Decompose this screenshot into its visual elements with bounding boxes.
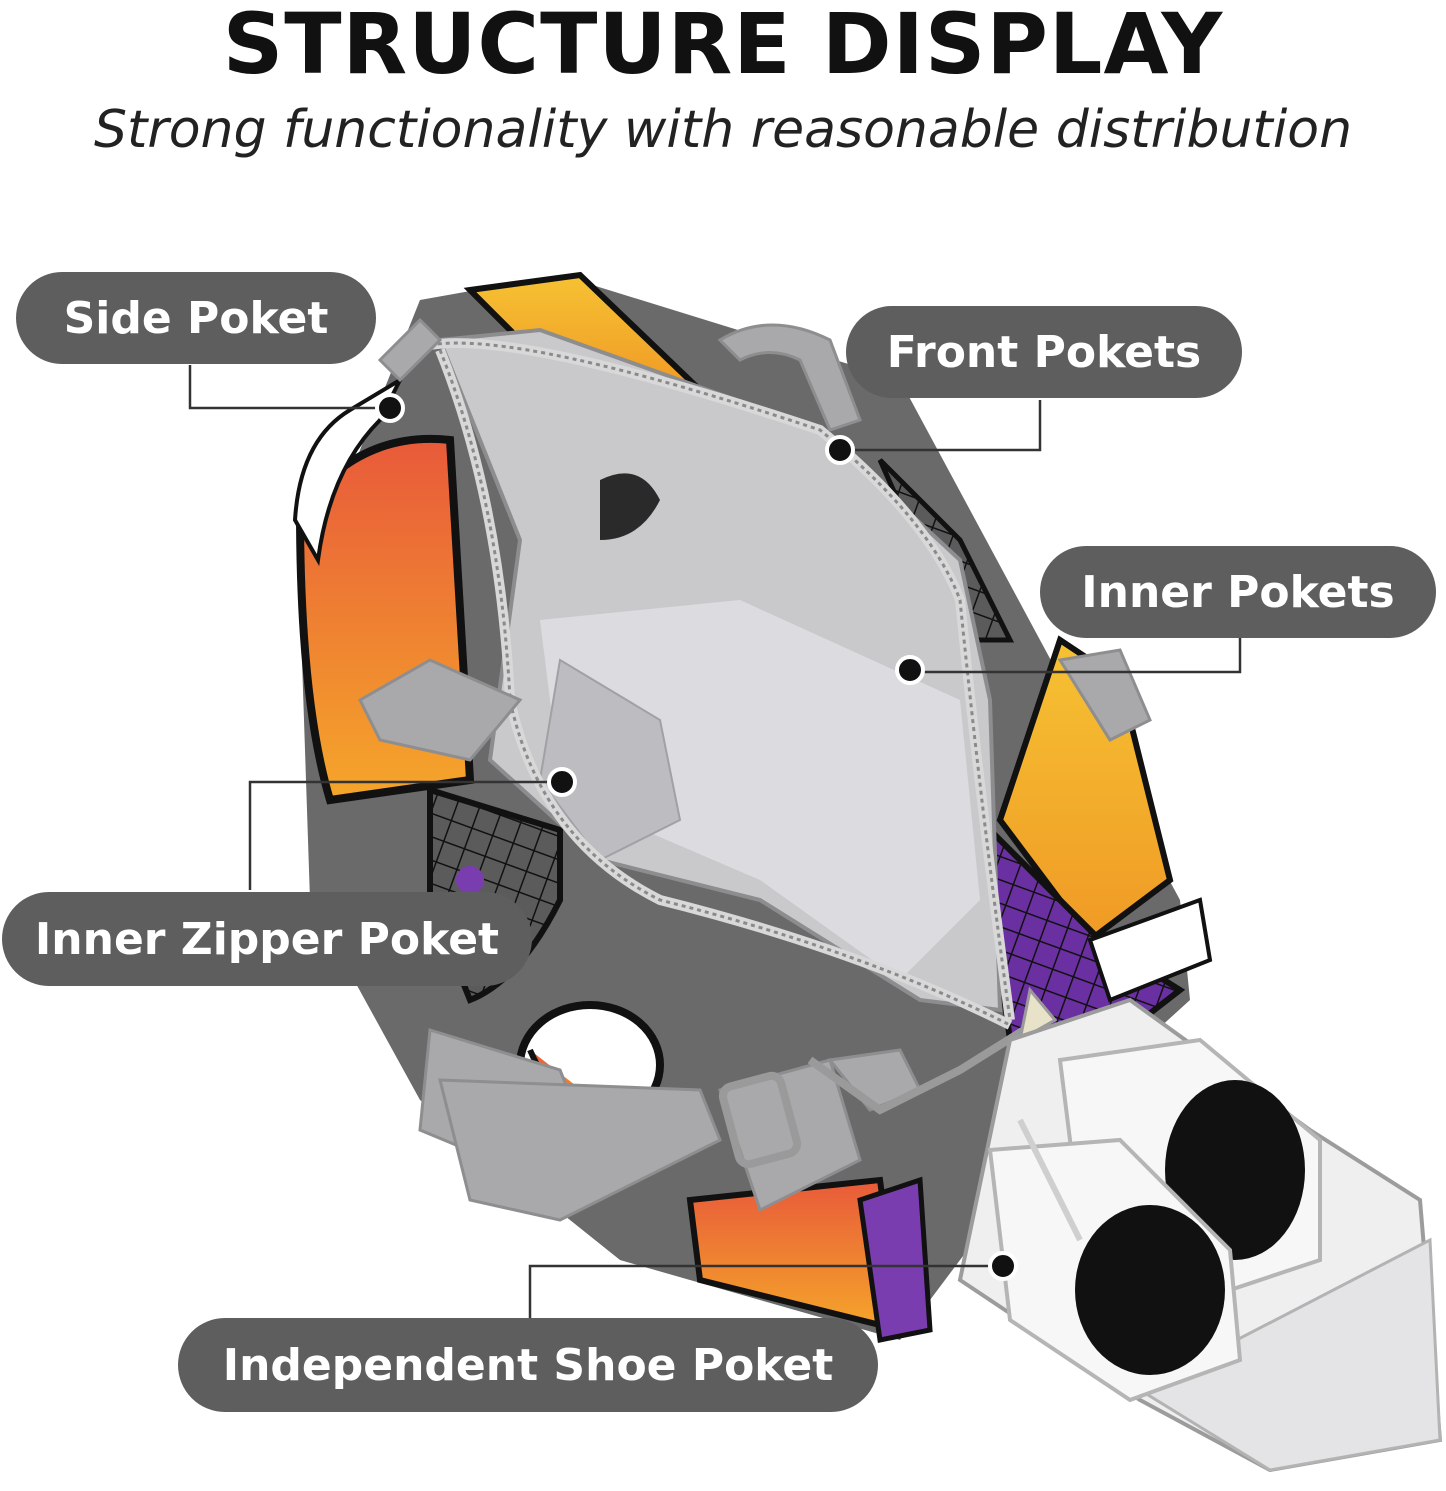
bag-lining	[429, 327, 1015, 1030]
front-pokets-dot	[825, 435, 855, 465]
callout-side-poket: Side Poket	[16, 272, 376, 364]
callout-dots	[375, 393, 1018, 1281]
callout-independent-shoe-poket: Independent Shoe Poket	[178, 1318, 878, 1412]
callout-inner-pokets: Inner Pokets	[1040, 546, 1436, 638]
inner-zipper-poket-dot	[547, 767, 577, 797]
bag-hardware	[718, 986, 1058, 1169]
callout-connectors	[188, 365, 1242, 1318]
callout-front-pokets: Front Pokets	[846, 306, 1242, 398]
side-poket-dot	[375, 393, 405, 423]
callout-inner-zipper-poket: Inner Zipper Poket	[2, 892, 532, 986]
bag-straps	[358, 317, 1152, 1222]
inner-pokets-dot	[895, 655, 925, 685]
shoe-pocket	[957, 997, 1443, 1473]
shoe-poket-dot	[988, 1251, 1018, 1281]
page-title: STRUCTURE DISPLAY	[222, 0, 1224, 93]
page-subtitle: Strong functionality with reasonable dis…	[93, 100, 1353, 160]
